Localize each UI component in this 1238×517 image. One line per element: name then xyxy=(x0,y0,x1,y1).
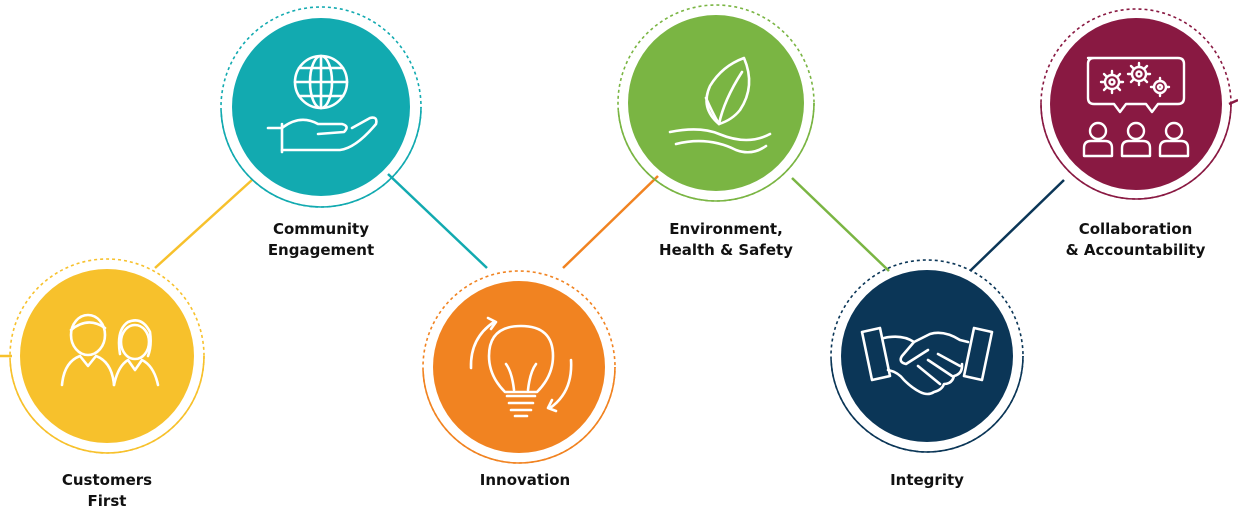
node-circle xyxy=(433,281,605,453)
sprout-leaf-icon xyxy=(668,56,772,154)
gears-team-icon xyxy=(1082,56,1190,158)
globe-in-hand-icon xyxy=(266,54,378,154)
label-line: Community xyxy=(272,220,370,238)
label-line: First xyxy=(87,492,127,510)
label-collaboration-accountability: Collaboration & Accountability xyxy=(1048,219,1223,261)
connector-innovation-environment xyxy=(562,175,659,269)
outer-ring-dashed xyxy=(220,6,422,208)
outer-ring-dashed xyxy=(9,258,205,454)
handshake-icon xyxy=(860,326,994,396)
label-line: Innovation xyxy=(479,471,571,489)
connector-environment-integrity xyxy=(791,177,890,272)
label-line: Customers xyxy=(61,471,153,489)
label-innovation: Innovation xyxy=(455,470,595,491)
label-line: Health & Safety xyxy=(659,241,793,259)
connector-community-innovation xyxy=(387,173,488,269)
node-community-engagement xyxy=(220,6,422,208)
outer-ring-dashed xyxy=(422,270,616,464)
node-circle xyxy=(841,270,1013,442)
node-collaboration-accountability xyxy=(1040,8,1232,200)
label-line: Collaboration xyxy=(1078,220,1193,238)
node-environment-health-safety xyxy=(617,4,815,202)
label-customers-first: Customers First xyxy=(47,470,167,512)
connector-integrity-collaboration xyxy=(969,179,1065,272)
label-line: Engagement xyxy=(267,241,375,259)
connector-customers-community xyxy=(154,179,253,269)
node-innovation xyxy=(422,270,616,464)
label-line: Integrity xyxy=(890,471,964,489)
lightbulb-cycle-icon xyxy=(469,316,573,418)
outer-ring-dashed xyxy=(1040,8,1232,200)
node-circle xyxy=(628,15,804,191)
outer-ring-dashed xyxy=(830,259,1024,453)
node-customers-first xyxy=(9,258,205,454)
label-integrity: Integrity xyxy=(867,470,987,491)
outer-ring-dashed xyxy=(617,4,815,202)
node-integrity xyxy=(830,259,1024,453)
label-line: & Accountability xyxy=(1065,241,1206,259)
connector-lines xyxy=(0,98,1238,358)
node-circle xyxy=(20,269,194,443)
label-community-engagement: Community Engagement xyxy=(241,219,401,261)
two-people-icon xyxy=(60,313,160,387)
label-line: Environment, xyxy=(669,220,783,238)
label-environment-health-safety: Environment, Health & Safety xyxy=(636,219,816,261)
